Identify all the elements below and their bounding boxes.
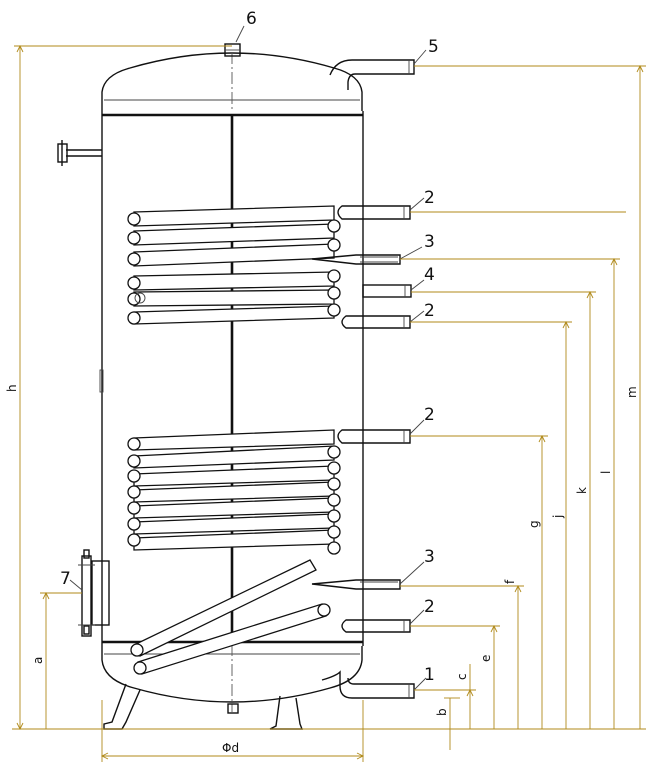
callout-1: 1	[424, 665, 435, 685]
dim-label-l: l	[599, 471, 613, 474]
thermometer-fitting	[57, 140, 102, 166]
top-vent-port	[224, 43, 241, 57]
inspection-flange	[78, 549, 95, 637]
callout-leaders	[69, 25, 427, 691]
callout-2-upper-in: 2	[424, 188, 435, 208]
callout-labels: 6 5 2 3 4 2 2 3 2 1 7	[60, 9, 439, 685]
dim-label-diameter: Φd	[222, 741, 239, 755]
callout-3-upper: 3	[424, 232, 435, 252]
dim-label-b: b	[435, 708, 449, 716]
upper-heat-exchanger-coil	[127, 205, 341, 325]
dim-label-f: f	[503, 579, 517, 584]
callout-4: 4	[424, 265, 435, 285]
dim-label-j: j	[551, 515, 565, 519]
dim-label-h: h	[5, 384, 19, 392]
dim-label-e: e	[479, 655, 493, 662]
dim-label-g: g	[527, 520, 541, 528]
right-side-connections	[311, 59, 415, 699]
callout-7: 7	[60, 569, 71, 589]
callout-5: 5	[428, 37, 439, 57]
dim-label-m: m	[625, 386, 639, 398]
callout-2-lower-in: 2	[424, 405, 435, 425]
dim-label-a: a	[31, 657, 45, 664]
support-legs	[103, 683, 304, 730]
dim-label-c: c	[455, 673, 469, 680]
callout-2-upper-out: 2	[424, 301, 435, 321]
callout-3-lower: 3	[424, 547, 435, 567]
callout-6: 6	[246, 9, 257, 29]
dim-label-k: k	[575, 487, 589, 494]
dimension-labels: h a b c e f g j k l m Φd	[5, 384, 639, 755]
callout-2-lower-out: 2	[424, 597, 435, 617]
dimension-lines	[12, 44, 646, 762]
lower-heat-exchanger-coil	[127, 429, 341, 675]
